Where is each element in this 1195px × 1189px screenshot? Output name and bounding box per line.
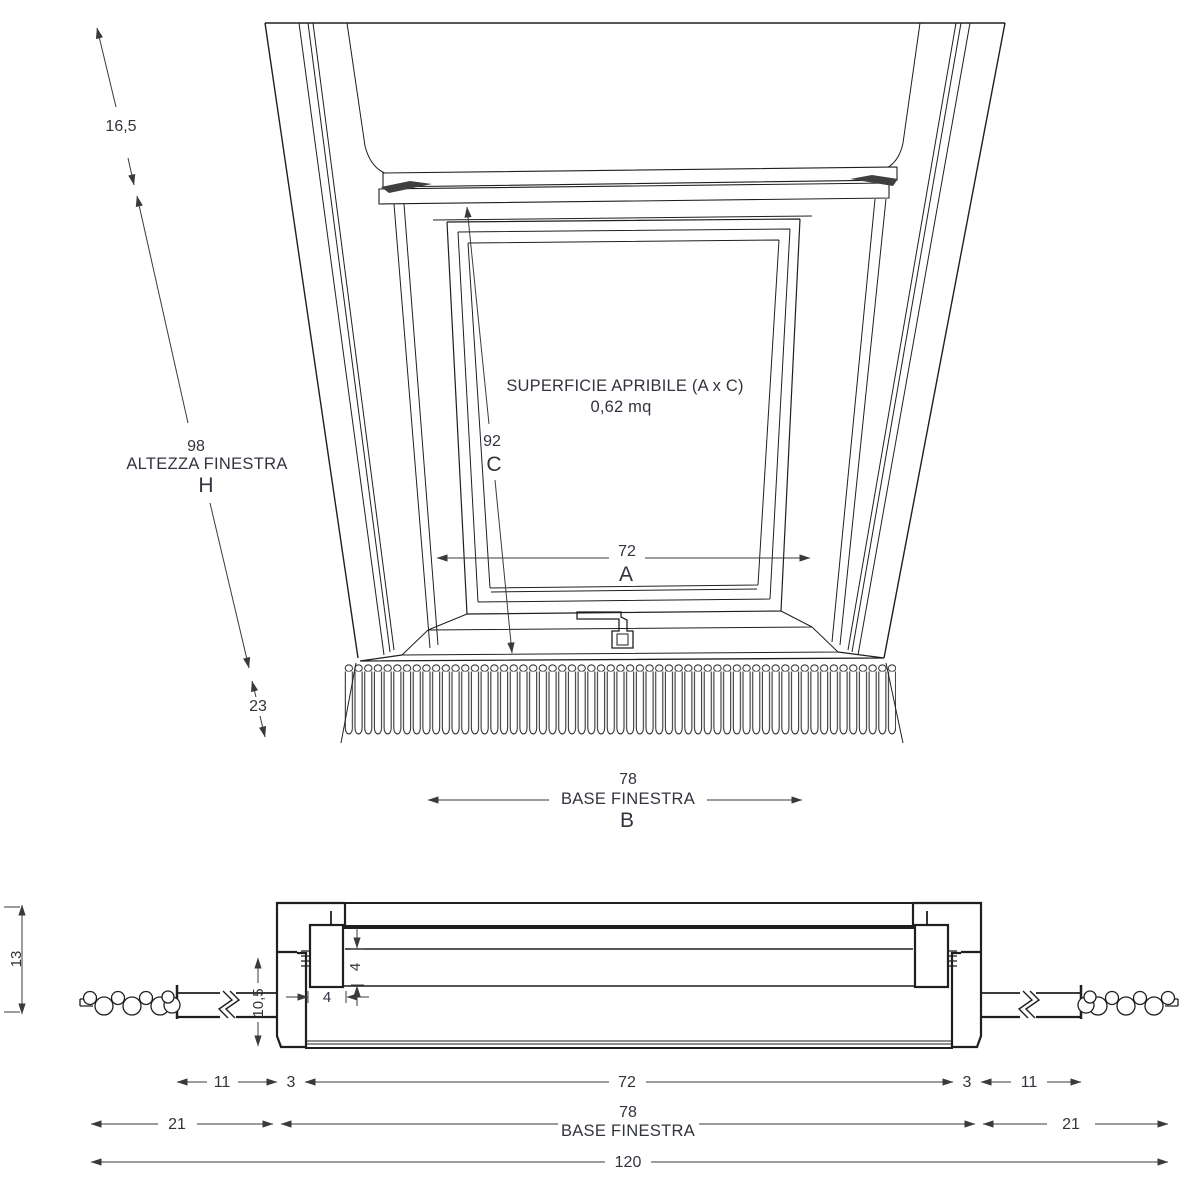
- dim-sash-thickness: 4: [347, 928, 364, 1006]
- dim-section-opening-width-value: 72: [618, 1074, 636, 1091]
- apron-flashing: [340, 662, 904, 745]
- flashing-wedge-left: [381, 181, 432, 193]
- dim-base-front-label: BASE FINESTRA: [561, 790, 695, 808]
- dim-window-height-label: ALTEZZA FINESTRA: [126, 455, 287, 473]
- roof-cladding-lines: [264, 22, 1006, 659]
- side-flashing-right: [981, 985, 1179, 1020]
- dim-sash-inset-value: 4: [323, 989, 331, 1006]
- dim-overhang-left-value: 21: [168, 1116, 186, 1133]
- dim-frame-height: 10,5: [250, 957, 267, 1047]
- dim-opening-height: 92 C: [464, 206, 515, 654]
- dim-row-detail: 11 3 72 3 11: [176, 1074, 1082, 1091]
- dim-flashing-left-value: 11: [214, 1074, 231, 1091]
- front-view-drawing: 16,5 98 ALTEZZA FINESTRA H 23 SUPERFICIE…: [95, 22, 1006, 832]
- dim-total-width-value: 120: [615, 1154, 642, 1171]
- dim-roof-offset-bottom-label: 23: [249, 698, 267, 715]
- sash-section-right: [913, 923, 950, 989]
- section-view-drawing: 13 10,5 4 4 11 3 72 3: [4, 901, 1179, 1171]
- flashing-coil-left: [79, 990, 181, 1016]
- dim-base-front-value: 78: [619, 771, 637, 788]
- frame-block-right: [911, 901, 983, 1049]
- head-flashing-bar: [378, 166, 898, 205]
- dim-window-height-value: 98: [187, 438, 205, 455]
- window-frame: [393, 198, 887, 649]
- surface-annotation: SUPERFICIE APRIBILE (A x C) 0,62 mq: [506, 377, 743, 416]
- dim-gap-right-value: 3: [963, 1074, 972, 1091]
- dim-row-base: 21 78 BASE FINESTRA 21: [90, 1104, 1169, 1140]
- dim-base-front-letter: B: [620, 809, 634, 832]
- flashing-wedge-right: [850, 175, 898, 186]
- frame-block-left: [275, 901, 347, 1049]
- dim-total-height: 13: [4, 904, 26, 1015]
- dim-opening-height-letter: C: [486, 453, 501, 476]
- openable-surface-line1: SUPERFICIE APRIBILE (A x C): [506, 377, 743, 395]
- dim-opening-height-value: 92: [483, 433, 501, 450]
- side-flashing-left: [79, 985, 277, 1020]
- dim-section-base-value: 78: [619, 1104, 637, 1121]
- dim-window-height-letter: H: [198, 474, 213, 497]
- dim-frame-height-value: 10,5: [250, 988, 267, 1017]
- dim-opening-width: 72 A: [436, 543, 811, 586]
- dim-flashing-right-value: 11: [1021, 1074, 1038, 1091]
- dim-sash-inset: 4: [286, 989, 369, 1006]
- dim-opening-width-letter: A: [619, 563, 633, 586]
- bottom-sill: [359, 610, 885, 662]
- dim-roof-offset-top-label: 16,5: [105, 118, 136, 135]
- dim-base-front: 78 BASE FINESTRA B: [427, 771, 803, 832]
- dim-sash-thickness-value: 4: [347, 963, 364, 971]
- dim-total-height-value: 13: [8, 951, 25, 968]
- dim-roof-chain: 16,5 98 ALTEZZA FINESTRA H 23: [95, 27, 287, 738]
- glass-pane: [467, 239, 780, 593]
- sash: [446, 218, 801, 615]
- dim-overhang-right-value: 21: [1062, 1116, 1080, 1133]
- dim-opening-width-value: 72: [618, 543, 636, 560]
- dim-row-total: 120: [90, 1154, 1169, 1171]
- dim-gap-left-value: 3: [287, 1074, 296, 1091]
- window-handle: [576, 611, 634, 649]
- section-panels: [277, 902, 981, 1049]
- dim-section-base-label: BASE FINESTRA: [561, 1122, 695, 1140]
- sash-section-left: [308, 923, 345, 989]
- openable-surface-line2: 0,62 mq: [590, 398, 651, 416]
- flashing-coil-right: [1077, 990, 1179, 1016]
